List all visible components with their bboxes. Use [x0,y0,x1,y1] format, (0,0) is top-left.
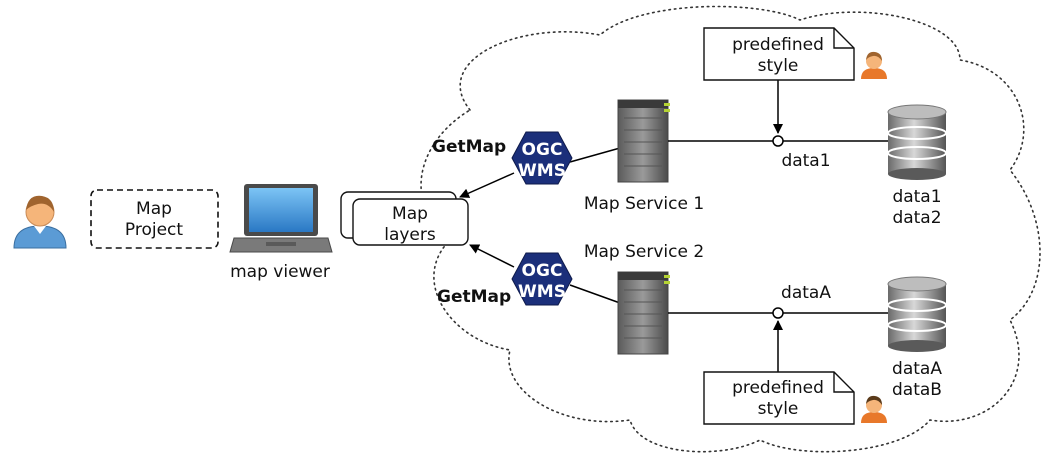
server-icon [617,99,670,183]
style-note-2-line2: style [758,399,799,419]
map-layers-label-line1: Map [392,204,428,224]
db2-label-line2: dataB [892,380,942,400]
map-service-2-label: Map Service 2 [584,242,704,262]
map-layers-label-line2: layers [384,225,436,245]
style-note-1-line1: predefined [732,35,824,55]
wms-label-1: WMS [518,161,566,181]
document-note-icon [703,27,855,81]
ogc-label-2: OGC [522,261,563,281]
person-icon [861,51,887,79]
db1-label-line2: data2 [892,208,941,228]
style-note-1-line2: style [758,56,799,76]
map-project-box [90,189,219,249]
laptop-icon [229,184,333,253]
person-icon [861,395,887,423]
ogc-wms-hexagon-1: OGC WMS [511,131,573,185]
db1-label-line1: data1 [892,187,941,207]
map-layers-box [352,198,469,246]
map-project-label-line1: Map [136,199,172,219]
getmap-arrow-1 [459,172,515,198]
getmap-label-1: GetMap [432,137,506,157]
style-junction-2 [772,307,784,319]
style-note-2-line1: predefined [732,378,824,398]
ogc-wms-hexagon-2: OGC WMS [511,252,573,306]
data1-link-label: data1 [781,151,830,171]
database-icon [887,276,947,352]
ogc-label-1: OGC [522,140,563,160]
getmap-label-2: GetMap [437,287,511,307]
document-note-icon [703,371,855,425]
map-project-label-line2: Project [125,220,183,240]
getmap-arrow-2 [469,244,515,268]
server-icon [617,271,670,355]
style-junction-1 [772,135,784,147]
database-icon [887,104,947,180]
wms-label-2: WMS [518,282,566,302]
cloud-boundary [420,5,1041,453]
dataA-link-label: dataA [781,283,831,303]
person-icon [13,195,67,249]
map-viewer-label: map viewer [230,262,330,282]
map-service-1-label: Map Service 1 [584,194,704,214]
db2-label-line1: dataA [892,359,942,379]
